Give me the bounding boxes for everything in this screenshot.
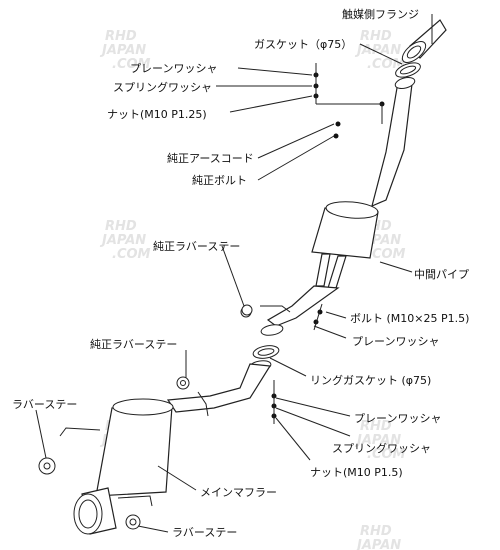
svg-text:RHD: RHD [360,29,392,44]
label-oem-ground-cord: 純正アースコード [167,152,254,165]
label-plain-washer-top: プレーンワッシャ [130,62,217,75]
catalyst-flange [401,19,447,63]
svg-text:.COM: .COM [112,57,151,72]
leader-lines [35,14,433,533]
label-ring-gasket-75: リングガスケット (φ75) [310,373,431,387]
label-rubber-stay-bottom: ラバーステー [172,526,237,539]
watermark-top-right: RHD JAPAN .COM [354,29,406,72]
rubber-stay-left-part [38,457,56,475]
label-oem-rubber-stay-1: 純正ラバーステー [153,240,240,253]
svg-text:.COM: .COM [367,247,406,262]
svg-text:JAPAN: JAPAN [354,43,401,58]
label-middle-pipe: 中間パイプ [414,268,469,281]
svg-text:.COM: .COM [367,447,406,462]
label-nut-m10-p125: ナット(M10 P1.25) [107,108,207,121]
label-nut-m10-p15: ナット(M10 P1.5) [310,466,403,479]
svg-text:.COM: .COM [112,247,151,262]
ring-gasket-mid [252,345,280,359]
svg-text:RHD: RHD [360,419,392,434]
svg-text:RHD: RHD [360,524,392,539]
label-plain-washer-mid: プレーンワッシャ [352,335,439,348]
fasteners-mid [313,303,323,331]
watermark-mid-left: RHD JAPAN .COM [99,219,151,262]
label-main-muffler: メインマフラー [200,486,277,499]
svg-text:JAPAN: JAPAN [99,233,146,248]
svg-text:JAPAN: JAPAN [354,538,401,550]
label-rubber-stay-left: ラバーステー [12,398,77,411]
gasket-ring-top [395,62,421,78]
oem-rubber-stay-1-part [241,304,253,316]
main-muffler-pipe [166,360,272,417]
label-oem-rubber-stay-2: 純正ラバーステー [90,338,177,351]
label-gasket-75: ガスケット（φ75） [254,38,352,51]
svg-text:RHD: RHD [105,29,137,44]
label-bolt-m10x25: ボルト (M10×25 P1.5) [350,312,469,325]
watermark-low-right: RHD JAPAN .COM [354,419,406,462]
oem-rubber-stay-2-part [176,376,190,390]
label-oem-bolt: 純正ボルト [192,174,247,187]
svg-text:JAPAN: JAPAN [354,433,401,448]
label-spring-washer-low: スプリングワッシャ [332,441,431,455]
label-spring-washer-top: スプリングワッシャ [113,80,212,94]
watermark-top-left: RHD JAPAN .COM [99,29,151,72]
svg-text:JAPAN: JAPAN [99,43,146,58]
fasteners-top [313,63,385,139]
watermark-bottom-center: RHD JAPAN [354,524,401,550]
main-muffler [59,398,174,535]
label-catalyst-flange: 触媒側フランジ [342,7,419,21]
fasteners-low [271,380,277,424]
middle-pipe [260,77,416,336]
label-plain-washer-low: プレーンワッシャ [354,412,441,425]
rubber-stay-bottom-part [125,514,141,530]
svg-text:RHD: RHD [105,219,137,234]
